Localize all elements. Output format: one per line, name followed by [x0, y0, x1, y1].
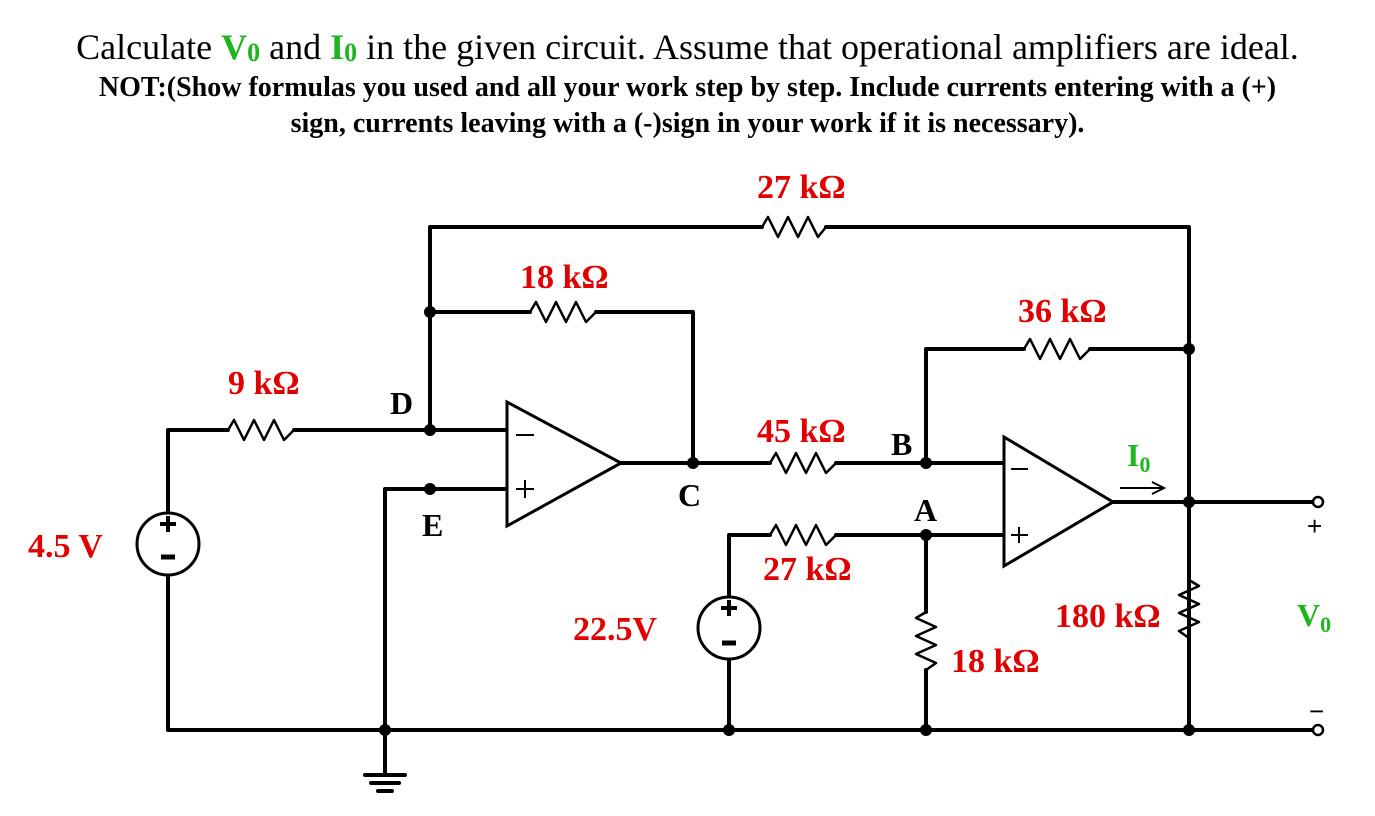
- voltage-source-2: [696, 595, 762, 661]
- resistor-45k-symbol: [768, 451, 837, 475]
- label-45k: 45 kΩ: [757, 413, 846, 450]
- vo-plus-sign: +: [1307, 511, 1322, 541]
- resistor-18k-feedback-symbol: [528, 300, 597, 324]
- label-source-2: 22.5V: [573, 611, 658, 648]
- node-d-label: D: [390, 385, 413, 421]
- resistor-180k-symbol: [1177, 578, 1201, 640]
- opamps: [505, 399, 1116, 569]
- wires: [166, 225, 1314, 793]
- resistor-36k-symbol: [1022, 337, 1091, 361]
- question-line-1: Calculate V0 and I0 in the given circuit…: [0, 26, 1375, 68]
- io-label: I0: [1127, 437, 1150, 477]
- calc-rest-text: in the given circuit. Assume that operat…: [357, 27, 1299, 67]
- node-b-label: B: [891, 426, 912, 462]
- junction-dots: [379, 306, 1195, 736]
- vo-minus-sign: −: [1309, 696, 1324, 726]
- output-terminals: [1311, 495, 1325, 737]
- voltage-source-1: [135, 511, 201, 577]
- resistor-27k-top-symbol: [760, 215, 827, 239]
- opamp-2-symbol: [1002, 434, 1116, 569]
- opamp-pin-signs: [516, 434, 1028, 543]
- node-c-label: C: [678, 477, 701, 513]
- question-line-2: NOT:(Show formulas you used and all your…: [98, 72, 1277, 103]
- current-arrow-icon: [1120, 481, 1167, 495]
- resistor-zigzags: [226, 215, 1201, 672]
- question-line-3: sign, currents leaving with a (-)sign in…: [290, 108, 1085, 139]
- label-27k-a: 27 kΩ: [763, 551, 852, 588]
- io-symbol: I0: [330, 27, 358, 67]
- and-text: and: [260, 27, 331, 67]
- vo-label: V0: [1297, 597, 1331, 637]
- label-18k-ground: 18 kΩ: [951, 643, 1040, 680]
- opamp-1-symbol: [505, 399, 625, 529]
- node-a-label: A: [914, 492, 937, 528]
- resistor-18k-ground-symbol: [914, 610, 938, 672]
- label-180k: 180 kΩ: [1055, 598, 1161, 635]
- calc-text: Calculate: [76, 27, 222, 67]
- label-9k: 9 kΩ: [228, 365, 300, 402]
- label-36k: 36 kΩ: [1018, 293, 1107, 330]
- vo-symbol: V0: [221, 27, 261, 67]
- label-27k-top: 27 kΩ: [757, 169, 846, 206]
- label-18k-feedback: 18 kΩ: [520, 259, 609, 296]
- resistor-27k-a-symbol: [768, 523, 837, 547]
- label-source-1: 4.5 V: [28, 528, 103, 565]
- node-e-label: E: [422, 507, 443, 543]
- resistor-9k-symbol: [226, 418, 295, 442]
